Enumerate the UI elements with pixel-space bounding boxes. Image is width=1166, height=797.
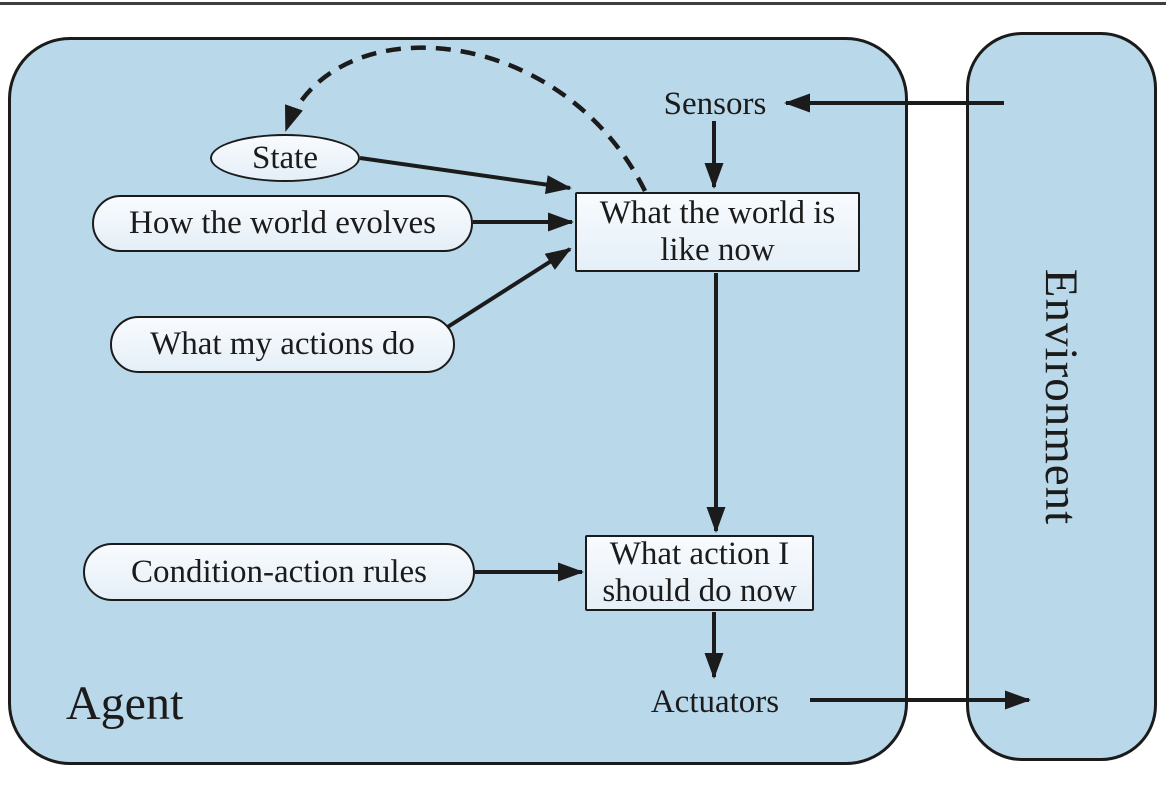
node-what-world-is-like-now: What the world is like now bbox=[575, 192, 860, 272]
sensors-label: Sensors bbox=[663, 85, 767, 122]
node-what-actions-do: What my actions do bbox=[110, 316, 455, 373]
node-what-action-should-do-now: What action I should do now bbox=[585, 535, 814, 611]
node-how-world-evolves: How the world evolves bbox=[92, 195, 473, 252]
node-condition-action-rules: Condition-action rules bbox=[83, 543, 475, 601]
environment-label-wrap: Environment bbox=[966, 32, 1157, 761]
node-state: State bbox=[210, 134, 360, 182]
environment-label: Environment bbox=[1035, 268, 1088, 525]
page-rule bbox=[0, 2, 1166, 5]
environment-panel bbox=[966, 32, 1157, 761]
agent-label: Agent bbox=[66, 677, 184, 730]
agent-panel bbox=[8, 37, 908, 765]
actuators-label: Actuators bbox=[650, 683, 780, 720]
